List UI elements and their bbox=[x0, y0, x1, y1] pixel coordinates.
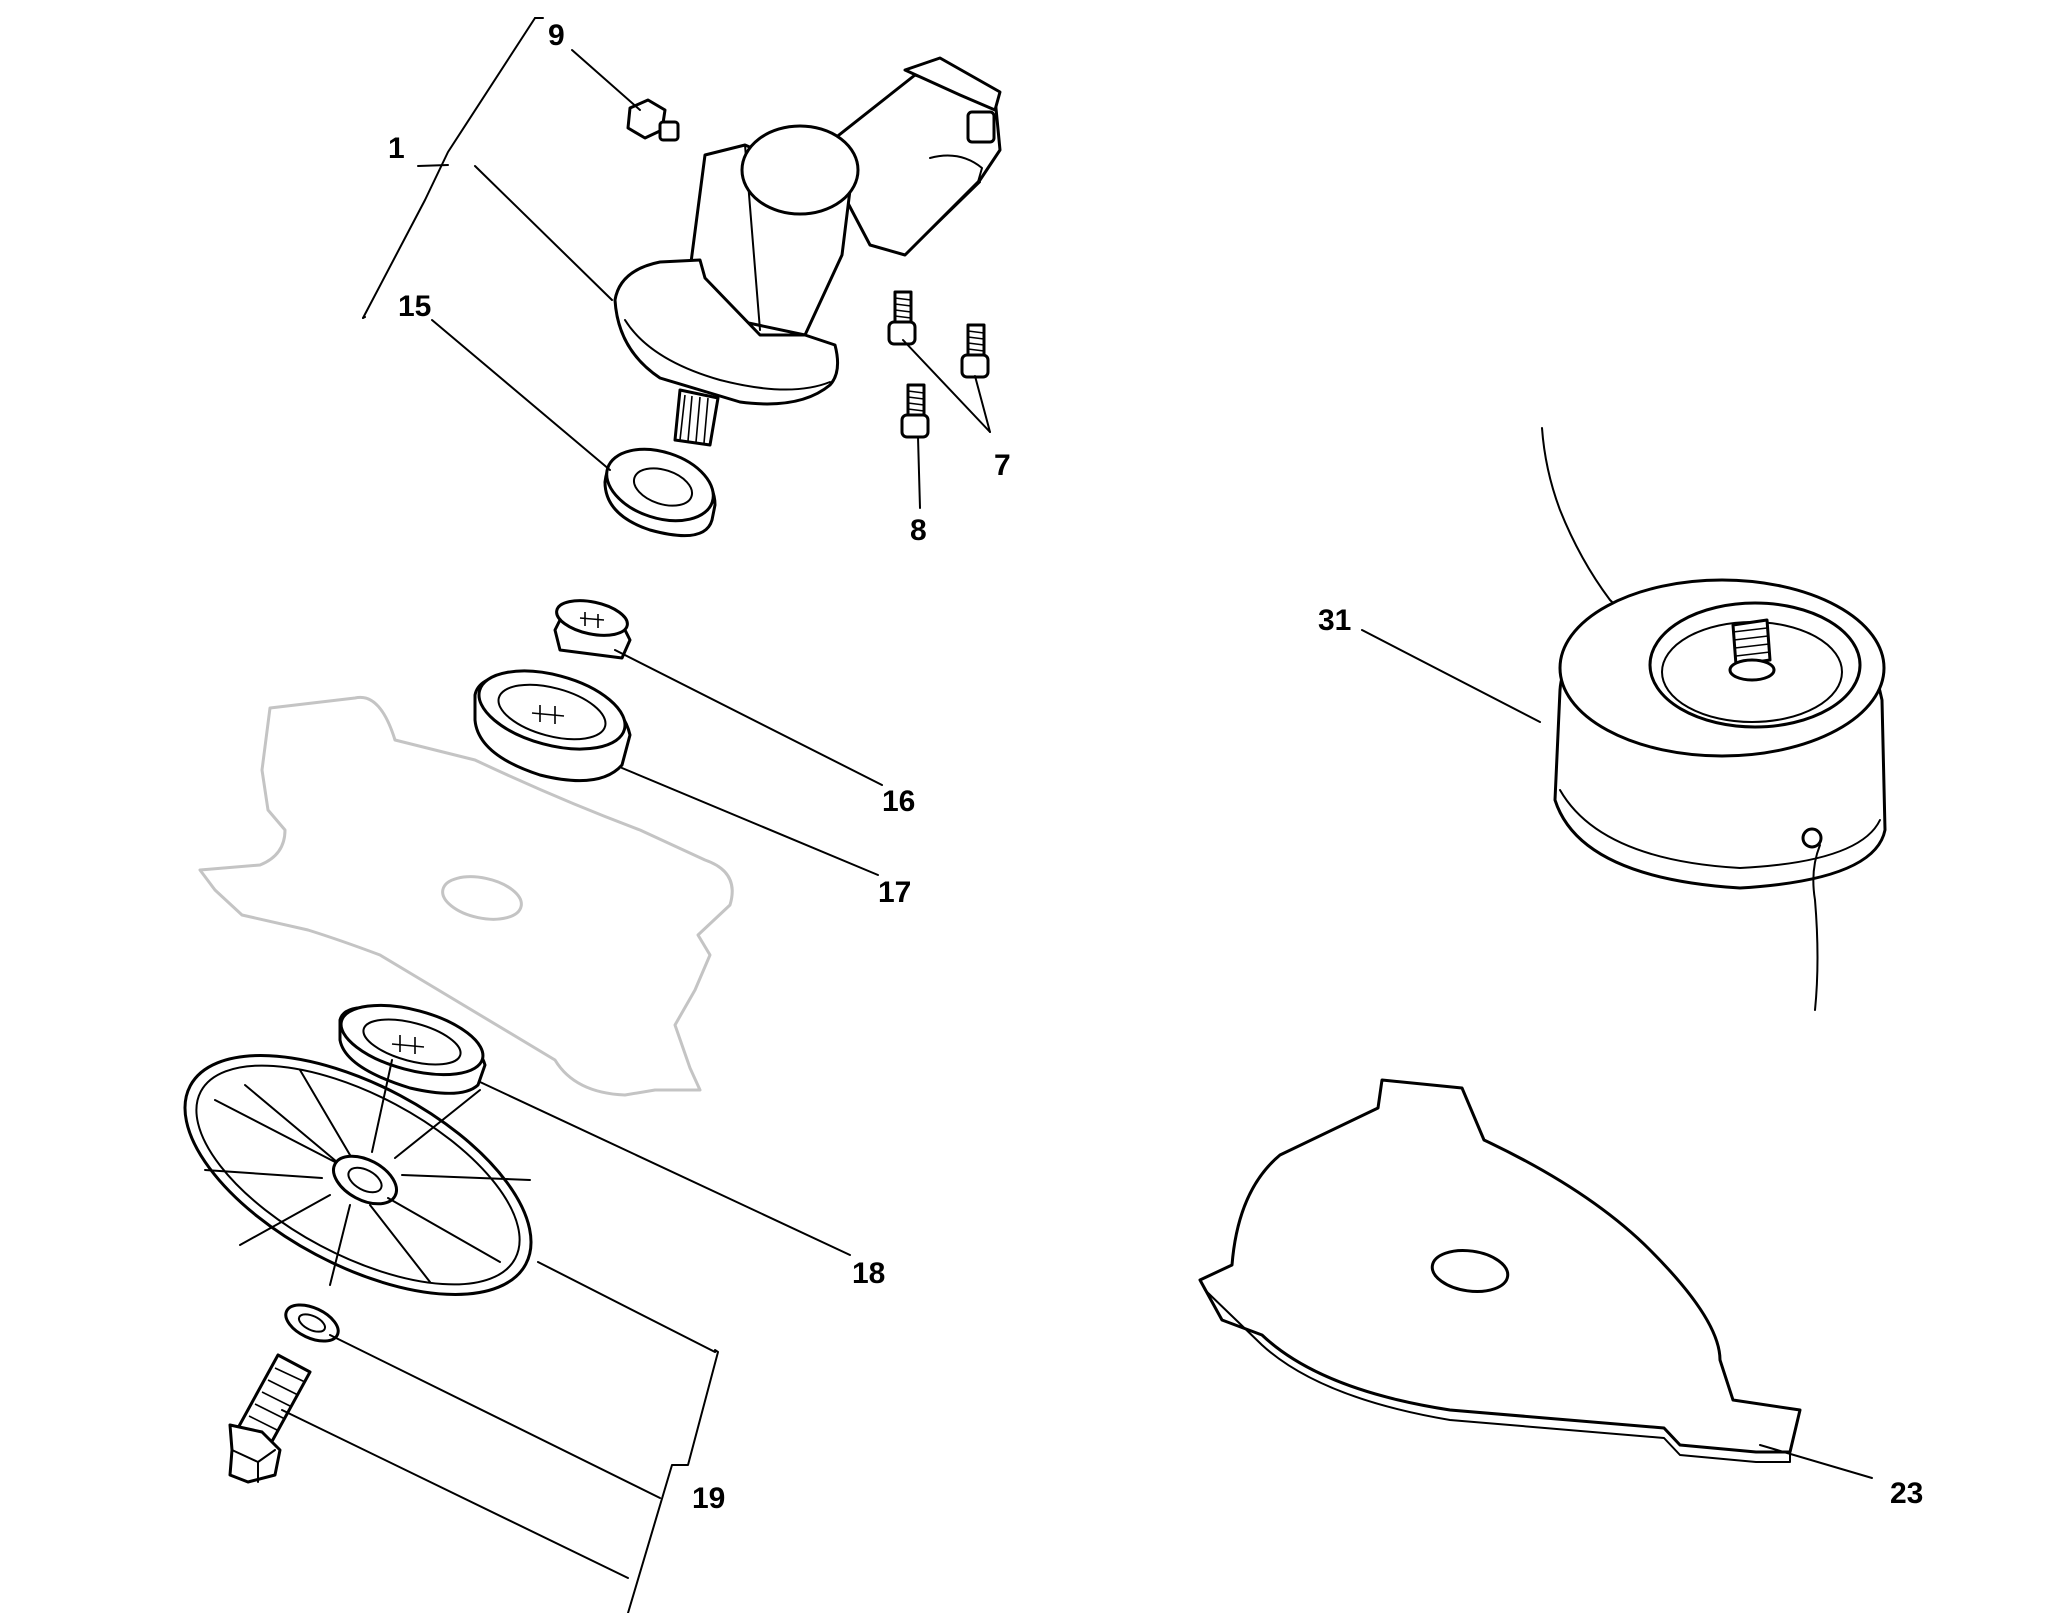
callout-16: 16 bbox=[882, 785, 915, 818]
callout-23: 23 bbox=[1890, 1477, 1923, 1510]
leader-lines bbox=[281, 17, 1873, 1613]
trimmer-head-31 bbox=[1541, 427, 1887, 1011]
callout-8: 8 bbox=[910, 514, 927, 547]
plug-screw-9 bbox=[626, 98, 680, 142]
callout-18: 18 bbox=[852, 1257, 885, 1290]
callout-labels: 9 1 15 7 8 31 16 17 18 19 23 bbox=[388, 19, 1923, 1515]
callout-31: 31 bbox=[1318, 604, 1351, 637]
screw-7a bbox=[887, 290, 917, 346]
callout-7: 7 bbox=[994, 449, 1011, 482]
washer-18 bbox=[338, 1003, 487, 1095]
callout-15: 15 bbox=[398, 290, 431, 323]
screw-7b bbox=[960, 323, 990, 379]
flange-17 bbox=[473, 669, 632, 783]
callout-1: 1 bbox=[388, 132, 405, 165]
gear-head-assembly bbox=[613, 56, 1002, 447]
blade-23 bbox=[1198, 1078, 1802, 1463]
screw-8 bbox=[900, 383, 930, 439]
callout-9: 9 bbox=[548, 19, 565, 52]
small-washer bbox=[284, 1303, 340, 1343]
guard-cup-19 bbox=[183, 1054, 533, 1296]
callout-19: 19 bbox=[692, 1482, 725, 1515]
reference-blade-outline bbox=[198, 695, 734, 1097]
bush-16 bbox=[553, 599, 632, 660]
callout-17: 17 bbox=[878, 876, 911, 909]
seal-ring-15 bbox=[603, 447, 717, 538]
hex-bolt bbox=[228, 1353, 312, 1484]
